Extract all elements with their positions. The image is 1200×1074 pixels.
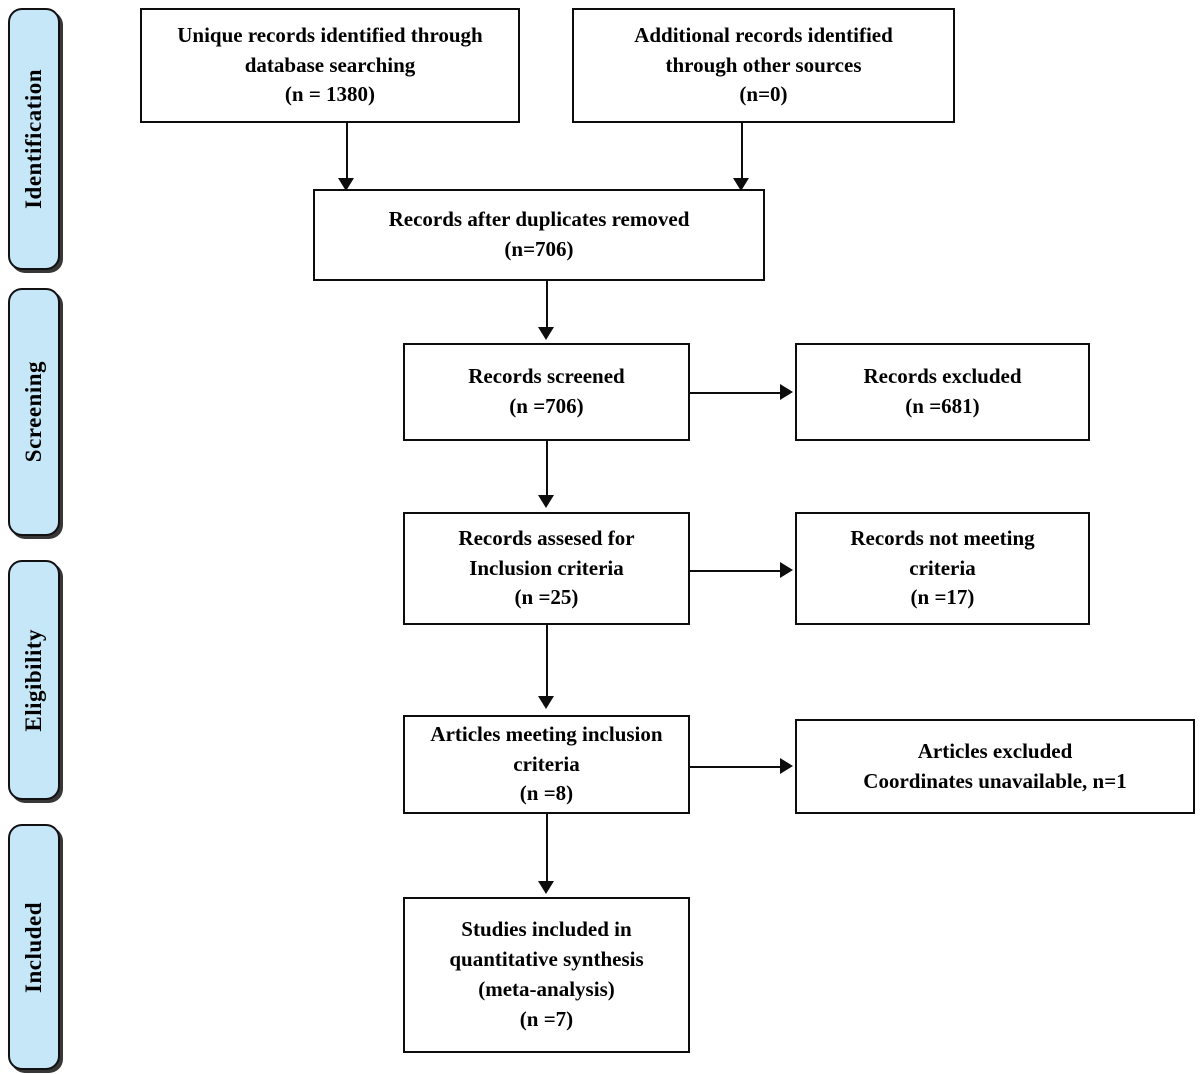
box-studies-included-line-1: Studies included in: [461, 917, 632, 942]
arrowhead-screened-to-assessed: [538, 495, 554, 508]
stage-pill-identification: Identification: [8, 8, 60, 270]
box-records-assessed-line-1: Records assesed for: [458, 525, 635, 550]
connector-duplicates-to-screened: [546, 281, 548, 329]
box-other-sources-line-2: through other sources: [665, 52, 862, 77]
connector-database-search-down: [346, 123, 348, 181]
box-articles-meeting-line-1: Articles meeting inclusion: [430, 721, 663, 746]
stage-pill-screening: Screening: [8, 288, 60, 536]
box-records-not-meeting-line-1: Records not meeting: [850, 525, 1035, 550]
box-duplicates-removed-line-1: Records after duplicates removed: [388, 207, 690, 232]
box-studies-included-line-3: (meta-analysis): [478, 977, 615, 1001]
box-records-assessed: Records assesed for Inclusion criteria (…: [403, 512, 690, 625]
box-records-excluded-line-1: Records excluded: [863, 364, 1022, 389]
box-database-search-count: (n = 1380): [284, 82, 376, 107]
box-articles-excluded-line-2: Coordinates unavailable, n=1: [863, 768, 1127, 793]
stage-pill-eligibility: Eligibility: [8, 560, 60, 800]
arrowhead-other-sources-down: [733, 178, 749, 191]
box-records-not-meeting: Records not meeting criteria (n =17): [795, 512, 1090, 625]
arrowhead-assessed-to-not-meeting: [780, 562, 793, 578]
stage-label-identification: Identification: [21, 69, 46, 209]
box-studies-included-count: (n =7): [519, 1006, 574, 1031]
arrowhead-articles-to-excluded: [780, 758, 793, 774]
box-records-not-meeting-line-2: criteria: [909, 555, 976, 580]
box-records-assessed-line-2: Inclusion criteria: [469, 555, 624, 580]
box-other-sources: Additional records identified through ot…: [572, 8, 955, 123]
stage-label-included: Included: [21, 901, 46, 993]
arrowhead-duplicates-to-screened: [538, 327, 554, 340]
box-articles-meeting: Articles meeting inclusion criteria (n =…: [403, 715, 690, 814]
connector-screened-to-excluded: [690, 392, 782, 394]
connector-screened-to-assessed: [546, 441, 548, 497]
box-database-search-line-2: database searching: [244, 52, 416, 77]
box-studies-included: Studies included in quantitative synthes…: [403, 897, 690, 1053]
box-other-sources-count: (n=0): [739, 82, 788, 107]
connector-articles-to-studies: [546, 814, 548, 882]
box-duplicates-removed-count: (n=706): [504, 237, 574, 261]
box-other-sources-line-1: Additional records identified: [634, 22, 893, 47]
arrowhead-screened-to-excluded: [780, 384, 793, 400]
connector-assessed-to-articles: [546, 625, 548, 697]
box-articles-meeting-line-2: criteria: [513, 751, 580, 776]
connector-other-sources-down: [741, 123, 743, 181]
arrowhead-database-search-down: [338, 178, 354, 191]
box-articles-excluded-line-1: Articles excluded: [917, 738, 1073, 763]
box-articles-meeting-count: (n =8): [519, 781, 574, 806]
box-duplicates-removed: Records after duplicates removed (n=706): [313, 189, 765, 281]
stage-pill-included: Included: [8, 824, 60, 1070]
box-database-search-line-1: Unique records identified through: [177, 22, 483, 47]
box-records-assessed-count: (n =25): [514, 585, 579, 610]
arrowhead-articles-to-studies: [538, 881, 554, 894]
box-studies-included-line-2: quantitative synthesis: [449, 947, 644, 972]
box-database-search: Unique records identified through databa…: [140, 8, 520, 123]
stage-label-eligibility: Eligibility: [21, 628, 46, 732]
box-records-not-meeting-count: (n =17): [910, 585, 975, 610]
box-records-screened-count: (n =706): [509, 394, 584, 418]
connector-assessed-to-not-meeting: [690, 570, 782, 572]
box-records-screened-line-1: Records screened: [468, 364, 625, 389]
stage-label-screening: Screening: [21, 361, 46, 463]
box-records-screened: Records screened (n =706): [403, 343, 690, 441]
box-records-excluded-count: (n =681): [905, 394, 980, 418]
connector-articles-to-excluded: [690, 766, 782, 768]
box-records-excluded: Records excluded (n =681): [795, 343, 1090, 441]
box-articles-excluded: Articles excluded Coordinates unavailabl…: [795, 719, 1195, 814]
arrowhead-assessed-to-articles: [538, 696, 554, 709]
